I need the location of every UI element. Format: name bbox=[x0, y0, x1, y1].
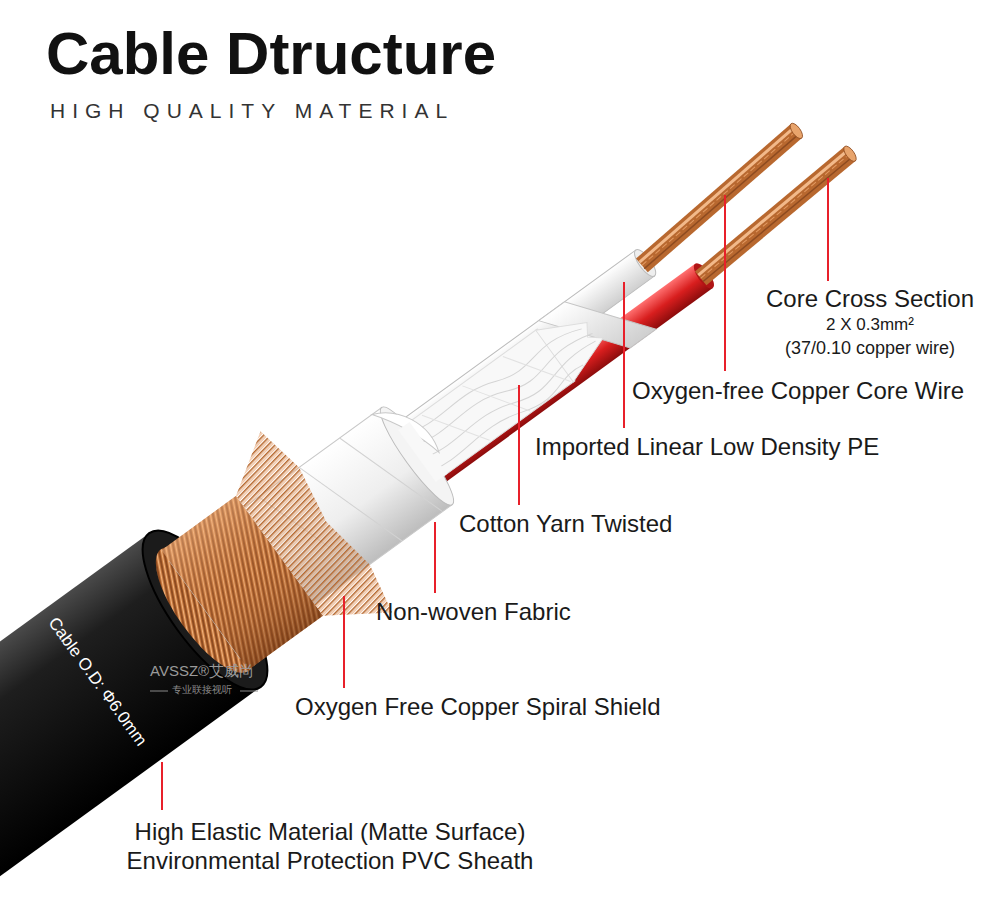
leader-line bbox=[827, 178, 829, 281]
part-label: Oxygen Free Copper Spiral Shield bbox=[295, 693, 661, 722]
copper-spiral-shield bbox=[212, 422, 404, 649]
leader-line bbox=[161, 762, 163, 810]
copper-conductors bbox=[626, 104, 863, 305]
cotton-yarn bbox=[429, 362, 587, 481]
spec-value: (37/0.10 copper wire) bbox=[785, 338, 955, 360]
non-woven-fabric bbox=[398, 422, 447, 482]
watermark: AVSSZ®艾威尚 bbox=[150, 662, 254, 680]
leader-line bbox=[434, 522, 436, 593]
part-label: Non-woven Fabric bbox=[376, 598, 571, 627]
part-label: Oxygen-free Copper Core Wire bbox=[632, 377, 964, 406]
copper-conductors bbox=[691, 151, 856, 276]
part-label: Imported Linear Low Density PE bbox=[535, 433, 879, 462]
watermark: 专业联接视听 bbox=[172, 684, 232, 696]
cable-drawing bbox=[0, 50, 915, 912]
subtitle: HIGH QUALITY MATERIAL bbox=[50, 98, 454, 123]
copper-conductors bbox=[788, 121, 805, 140]
copper-conductors bbox=[631, 131, 807, 265]
watermark-rule bbox=[240, 691, 258, 692]
leader-line bbox=[724, 195, 726, 371]
part-label: Cotton Yarn Twisted bbox=[459, 510, 672, 539]
copper-spiral-shield bbox=[137, 422, 403, 703]
copper-conductors bbox=[841, 144, 858, 163]
spec-value: 2 X 0.3mm² bbox=[826, 315, 914, 335]
title: Cable Dtructure bbox=[46, 24, 496, 84]
watermark-rule bbox=[150, 691, 168, 692]
cotton-yarn bbox=[402, 313, 582, 451]
leader-line bbox=[518, 385, 520, 505]
copper-conductors bbox=[629, 128, 805, 262]
leader-line bbox=[343, 596, 345, 688]
part-label: High Elastic Material (Matte Surface) En… bbox=[80, 818, 580, 876]
leader-line bbox=[623, 282, 625, 428]
copper-conductors bbox=[695, 157, 860, 282]
part-label: Core Cross Section bbox=[766, 285, 974, 314]
copper-spiral-shield bbox=[212, 422, 404, 649]
copper-conductors bbox=[693, 154, 858, 279]
leader-line bbox=[162, 178, 828, 810]
